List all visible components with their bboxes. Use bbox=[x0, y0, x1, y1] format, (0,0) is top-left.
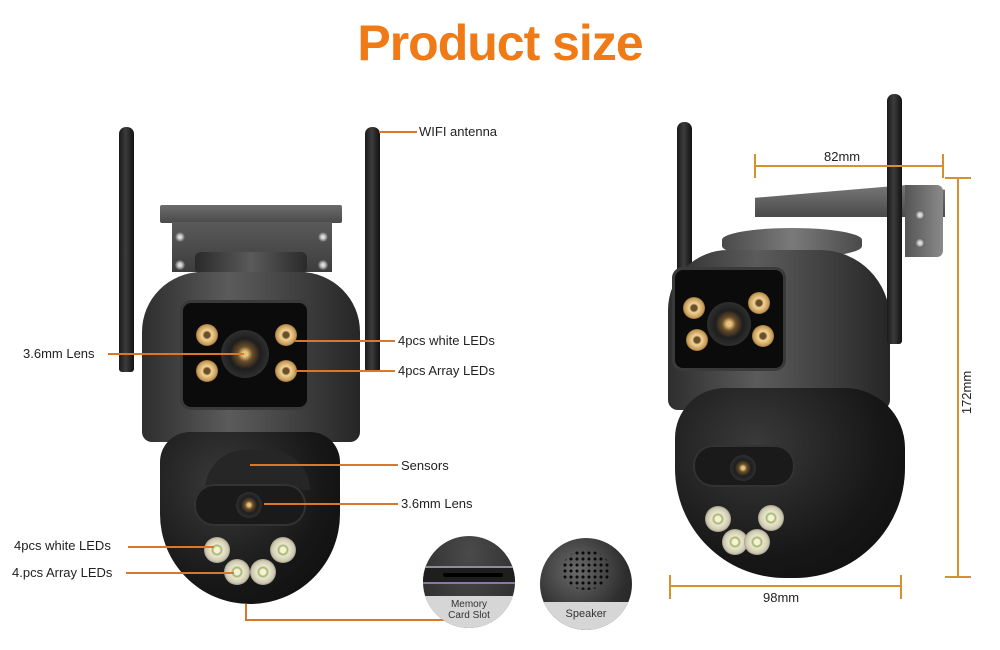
memory-label-line1: Memory bbox=[450, 599, 488, 610]
led-icon bbox=[744, 529, 770, 555]
leader-line bbox=[126, 572, 234, 574]
led-icon bbox=[196, 324, 218, 346]
neck bbox=[195, 252, 307, 274]
inset-label-band bbox=[423, 596, 515, 628]
dimension-tick bbox=[754, 154, 756, 178]
inset-label-band bbox=[540, 602, 632, 630]
callout-top-array-leds: 4pcs Array LEDs bbox=[398, 363, 495, 378]
leader-line bbox=[245, 619, 445, 621]
dimension-tick bbox=[942, 154, 944, 178]
leader-line bbox=[379, 131, 417, 133]
leader-line bbox=[245, 604, 247, 620]
led-icon bbox=[275, 360, 297, 382]
led-icon bbox=[275, 324, 297, 346]
screw-icon bbox=[915, 210, 925, 220]
card-slot-opening bbox=[443, 573, 503, 577]
wall-bracket-side bbox=[905, 185, 943, 257]
callout-top-lens: 3.6mm Lens bbox=[23, 346, 95, 361]
dimension-line-dome bbox=[670, 585, 902, 587]
screw-icon bbox=[175, 232, 185, 242]
memory-label-line2: Card Slot bbox=[448, 610, 490, 621]
upper-lens-icon bbox=[707, 302, 751, 346]
dimension-tick bbox=[669, 575, 671, 599]
page-title: Product size bbox=[357, 15, 643, 71]
callout-bottom-lens: 3.6mm Lens bbox=[401, 496, 473, 511]
sensor-plate bbox=[205, 450, 310, 490]
speaker-grill-icon bbox=[562, 550, 610, 590]
speaker-inset: Speaker bbox=[540, 538, 632, 630]
dimension-line-width bbox=[755, 165, 943, 167]
dimension-tick bbox=[945, 576, 971, 578]
dimension-98mm: 98mm bbox=[763, 590, 800, 605]
right-antenna bbox=[365, 127, 380, 372]
led-icon bbox=[748, 292, 770, 314]
lower-lens-icon bbox=[236, 492, 262, 518]
led-icon bbox=[686, 329, 708, 351]
dimension-82mm: 82mm bbox=[824, 149, 861, 164]
led-icon bbox=[196, 360, 218, 382]
led-icon bbox=[705, 506, 731, 532]
leader-line bbox=[264, 503, 398, 505]
screw-icon bbox=[175, 260, 185, 270]
led-icon bbox=[752, 325, 774, 347]
leader-line bbox=[250, 464, 398, 466]
callout-top-white-leds: 4pcs white LEDs bbox=[398, 333, 495, 348]
led-icon bbox=[758, 505, 784, 531]
speaker-label: Speaker bbox=[565, 608, 607, 620]
leader-line bbox=[295, 370, 395, 372]
right-antenna bbox=[887, 94, 902, 344]
callout-wifi-antenna: WIFI antenna bbox=[419, 124, 498, 139]
led-icon bbox=[270, 537, 296, 563]
leader-line bbox=[295, 340, 395, 342]
callout-sensors: Sensors bbox=[401, 458, 449, 473]
dimension-tick bbox=[900, 575, 902, 599]
led-icon bbox=[250, 559, 276, 585]
memory-card-slot-inset: Memory Card Slot bbox=[423, 536, 515, 628]
left-antenna bbox=[119, 127, 134, 372]
dimension-172mm: 172mm bbox=[959, 370, 975, 415]
callout-bottom-white-leds: 4pcs white LEDs bbox=[14, 538, 111, 553]
screw-icon bbox=[318, 232, 328, 242]
screw-icon bbox=[318, 260, 328, 270]
leader-line bbox=[108, 353, 244, 355]
led-icon bbox=[722, 529, 748, 555]
lower-lens-icon bbox=[730, 455, 756, 481]
leader-line bbox=[128, 546, 214, 548]
callout-bottom-array-leds: 4.pcs Array LEDs bbox=[12, 565, 113, 580]
dimension-line-height bbox=[957, 178, 959, 578]
led-icon bbox=[204, 537, 230, 563]
led-icon bbox=[683, 297, 705, 319]
screw-icon bbox=[915, 238, 925, 248]
dimension-tick bbox=[945, 177, 971, 179]
inset-label: Memory Card Slot bbox=[423, 599, 515, 621]
mounting-bracket bbox=[160, 205, 342, 223]
